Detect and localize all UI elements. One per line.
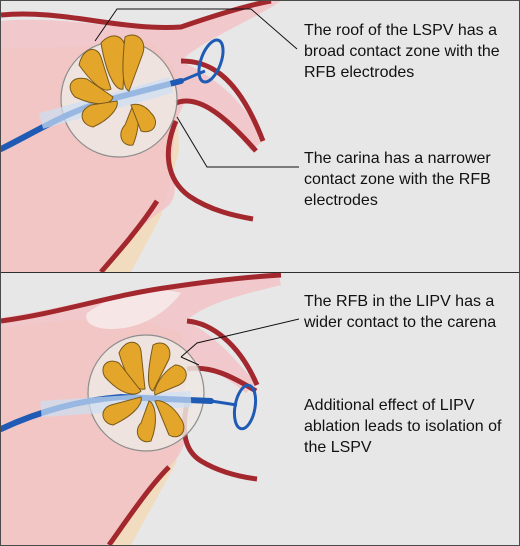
carina-wall — [175, 98, 258, 153]
rfb-electrodes — [69, 34, 156, 146]
panel-divider — [1, 272, 519, 273]
rfb-electrodes — [102, 341, 187, 443]
lspv-wall — [180, 58, 266, 142]
leader-lines — [180, 318, 300, 366]
lspv-wall — [186, 318, 260, 386]
annotation-lipv-contact: The RFB in the LIPV has a wider contact … — [304, 293, 497, 331]
upper-wall — [1, 273, 282, 324]
lower-wall — [99, 199, 160, 272]
bottom-panel-illustration — [1, 273, 300, 545]
lower-wall — [106, 465, 171, 545]
lasso-catheter — [180, 38, 225, 84]
annotation-roof-contact: The roof of the LSPV has a broad contact… — [304, 22, 500, 81]
upper-wall — [1, 1, 272, 30]
lipv-wall — [165, 120, 254, 222]
annotation-lipv-ablation-effect: Additional effect of LIPV ablation leads… — [304, 397, 502, 456]
annotation-carina-contact: The carina has a narrower contact zone w… — [304, 150, 491, 209]
lspv-patch — [86, 289, 181, 329]
lasso-catheter — [210, 383, 258, 431]
top-panel-illustration — [1, 1, 299, 272]
leader-lines — [94, 8, 299, 168]
